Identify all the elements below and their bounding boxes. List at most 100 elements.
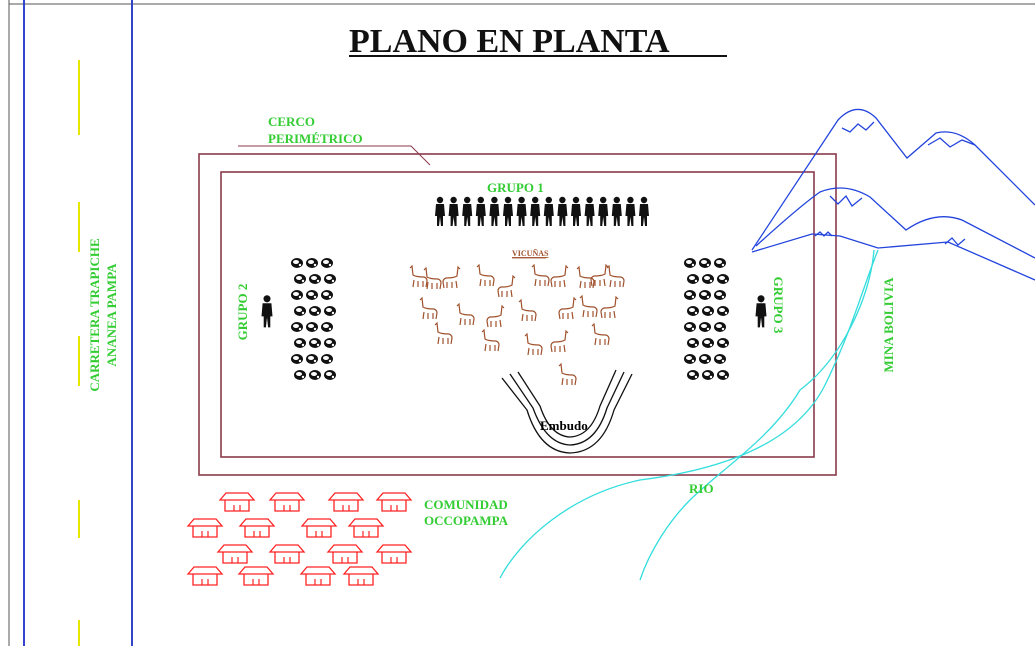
group2-label: GRUPO 2 <box>235 284 250 341</box>
vicuna-icon <box>590 263 609 287</box>
house-icon <box>218 492 256 512</box>
crowd-figure-icon <box>291 258 303 268</box>
vicuna-herd <box>409 263 625 386</box>
house-icon <box>347 518 385 538</box>
house-icon <box>326 544 364 564</box>
crowd-figure-icon <box>714 258 726 268</box>
crowd-figure-icon <box>714 322 726 332</box>
crowd-figure-icon <box>291 354 303 364</box>
house-icon <box>268 544 306 564</box>
crowd-figure-icon <box>306 290 318 300</box>
crowd-figure-icon <box>309 274 321 284</box>
crowd-figure-icon <box>294 370 306 380</box>
vicuna-icon <box>442 265 461 289</box>
person-icon <box>625 196 636 226</box>
crowd-figure-icon <box>717 274 729 284</box>
group3-label: GRUPO 3 <box>771 277 786 334</box>
crowd-figure-icon <box>309 370 321 380</box>
mountain-icon <box>829 194 863 207</box>
crowd-figure-icon <box>684 354 696 364</box>
fence-label-line1: CERCO <box>268 114 315 129</box>
vicuna-icon <box>409 264 428 288</box>
house-icon <box>375 544 413 564</box>
mountains <box>751 108 1035 281</box>
crowd-figure-icon <box>687 370 699 380</box>
vicuna-icon <box>518 298 537 322</box>
crowd-figure-icon <box>717 306 729 316</box>
crowd-figure-icon <box>291 322 303 332</box>
mountain-icon <box>927 137 976 148</box>
group1-label: GRUPO 1 <box>487 180 544 195</box>
river-label: RIO <box>689 481 714 496</box>
crowd-figure-icon <box>309 306 321 316</box>
outer-fence <box>198 153 837 476</box>
crowd-figure-icon <box>717 370 729 380</box>
person-icon <box>530 196 541 226</box>
funnel <box>501 369 633 454</box>
crowd-figure-icon <box>294 274 306 284</box>
vicuna-icon <box>419 296 438 320</box>
house-icon <box>186 518 224 538</box>
vicuna-icon <box>606 264 625 288</box>
vicuna-icon <box>531 263 550 287</box>
crowd-figure-icon <box>702 370 714 380</box>
crowd-figure-icon <box>321 322 333 332</box>
river <box>499 249 879 581</box>
crowd-figure-icon <box>294 306 306 316</box>
road-label-line1: CARRETERA TRAPICHE <box>87 238 102 391</box>
house-icon <box>237 566 275 586</box>
person-icon <box>611 196 622 226</box>
person-icon <box>435 196 445 226</box>
person-icon <box>261 295 273 328</box>
group1-people <box>435 196 649 226</box>
house-icon <box>268 492 306 512</box>
vicuna-icon <box>600 295 619 319</box>
crowd-figure-icon <box>702 338 714 348</box>
crowd-figure-icon <box>291 290 303 300</box>
crowd-figure-icon <box>687 306 699 316</box>
mountain-icon <box>944 237 966 246</box>
road <box>23 0 133 646</box>
vicuna-icon <box>558 296 577 320</box>
vicuna-icon <box>524 332 543 356</box>
vicuna-icon <box>476 263 495 287</box>
vicuna-icon <box>486 304 505 328</box>
crowd-figure-icon <box>324 306 336 316</box>
person-icon <box>584 196 595 226</box>
mountain-icon <box>841 121 875 133</box>
crowd-figure-icon <box>324 274 336 284</box>
house-icon <box>300 518 338 538</box>
vicuna-icon <box>434 321 453 345</box>
road-label-line2: ANANEA PAMPA <box>104 263 119 367</box>
funnel-label: Embudo <box>540 418 588 433</box>
crowd-figure-icon <box>309 338 321 348</box>
mountain-icon <box>814 231 833 237</box>
crowd-figure-icon <box>321 354 333 364</box>
vicuna-icon <box>481 328 500 352</box>
crowd-figure-icon <box>702 274 714 284</box>
crowd-figure-icon <box>684 290 696 300</box>
crowd-figure-icon <box>306 322 318 332</box>
vicuna-icon <box>497 274 516 298</box>
person-icon <box>462 196 473 226</box>
vicuna-icon <box>423 266 442 290</box>
vicuna-icon <box>550 329 569 353</box>
crowd-figure-icon <box>324 370 336 380</box>
person-icon <box>639 196 649 226</box>
vicuna-icon <box>579 294 598 318</box>
crowd-figure-icon <box>699 354 711 364</box>
group2-crowd <box>261 258 336 380</box>
crowd-figure-icon <box>699 290 711 300</box>
mountain-icon <box>751 108 1035 251</box>
page-title: PLANO EN PLANTA <box>349 23 670 60</box>
crowd-figure-icon <box>684 322 696 332</box>
crowd-figure-icon <box>294 338 306 348</box>
crowd-figure-icon <box>306 258 318 268</box>
person-icon <box>475 196 486 226</box>
house-icon <box>216 544 254 564</box>
community-houses <box>186 492 413 586</box>
vicuna-icon <box>550 264 569 288</box>
house-icon <box>186 566 224 586</box>
crowd-figure-icon <box>687 338 699 348</box>
crowd-figure-icon <box>717 338 729 348</box>
